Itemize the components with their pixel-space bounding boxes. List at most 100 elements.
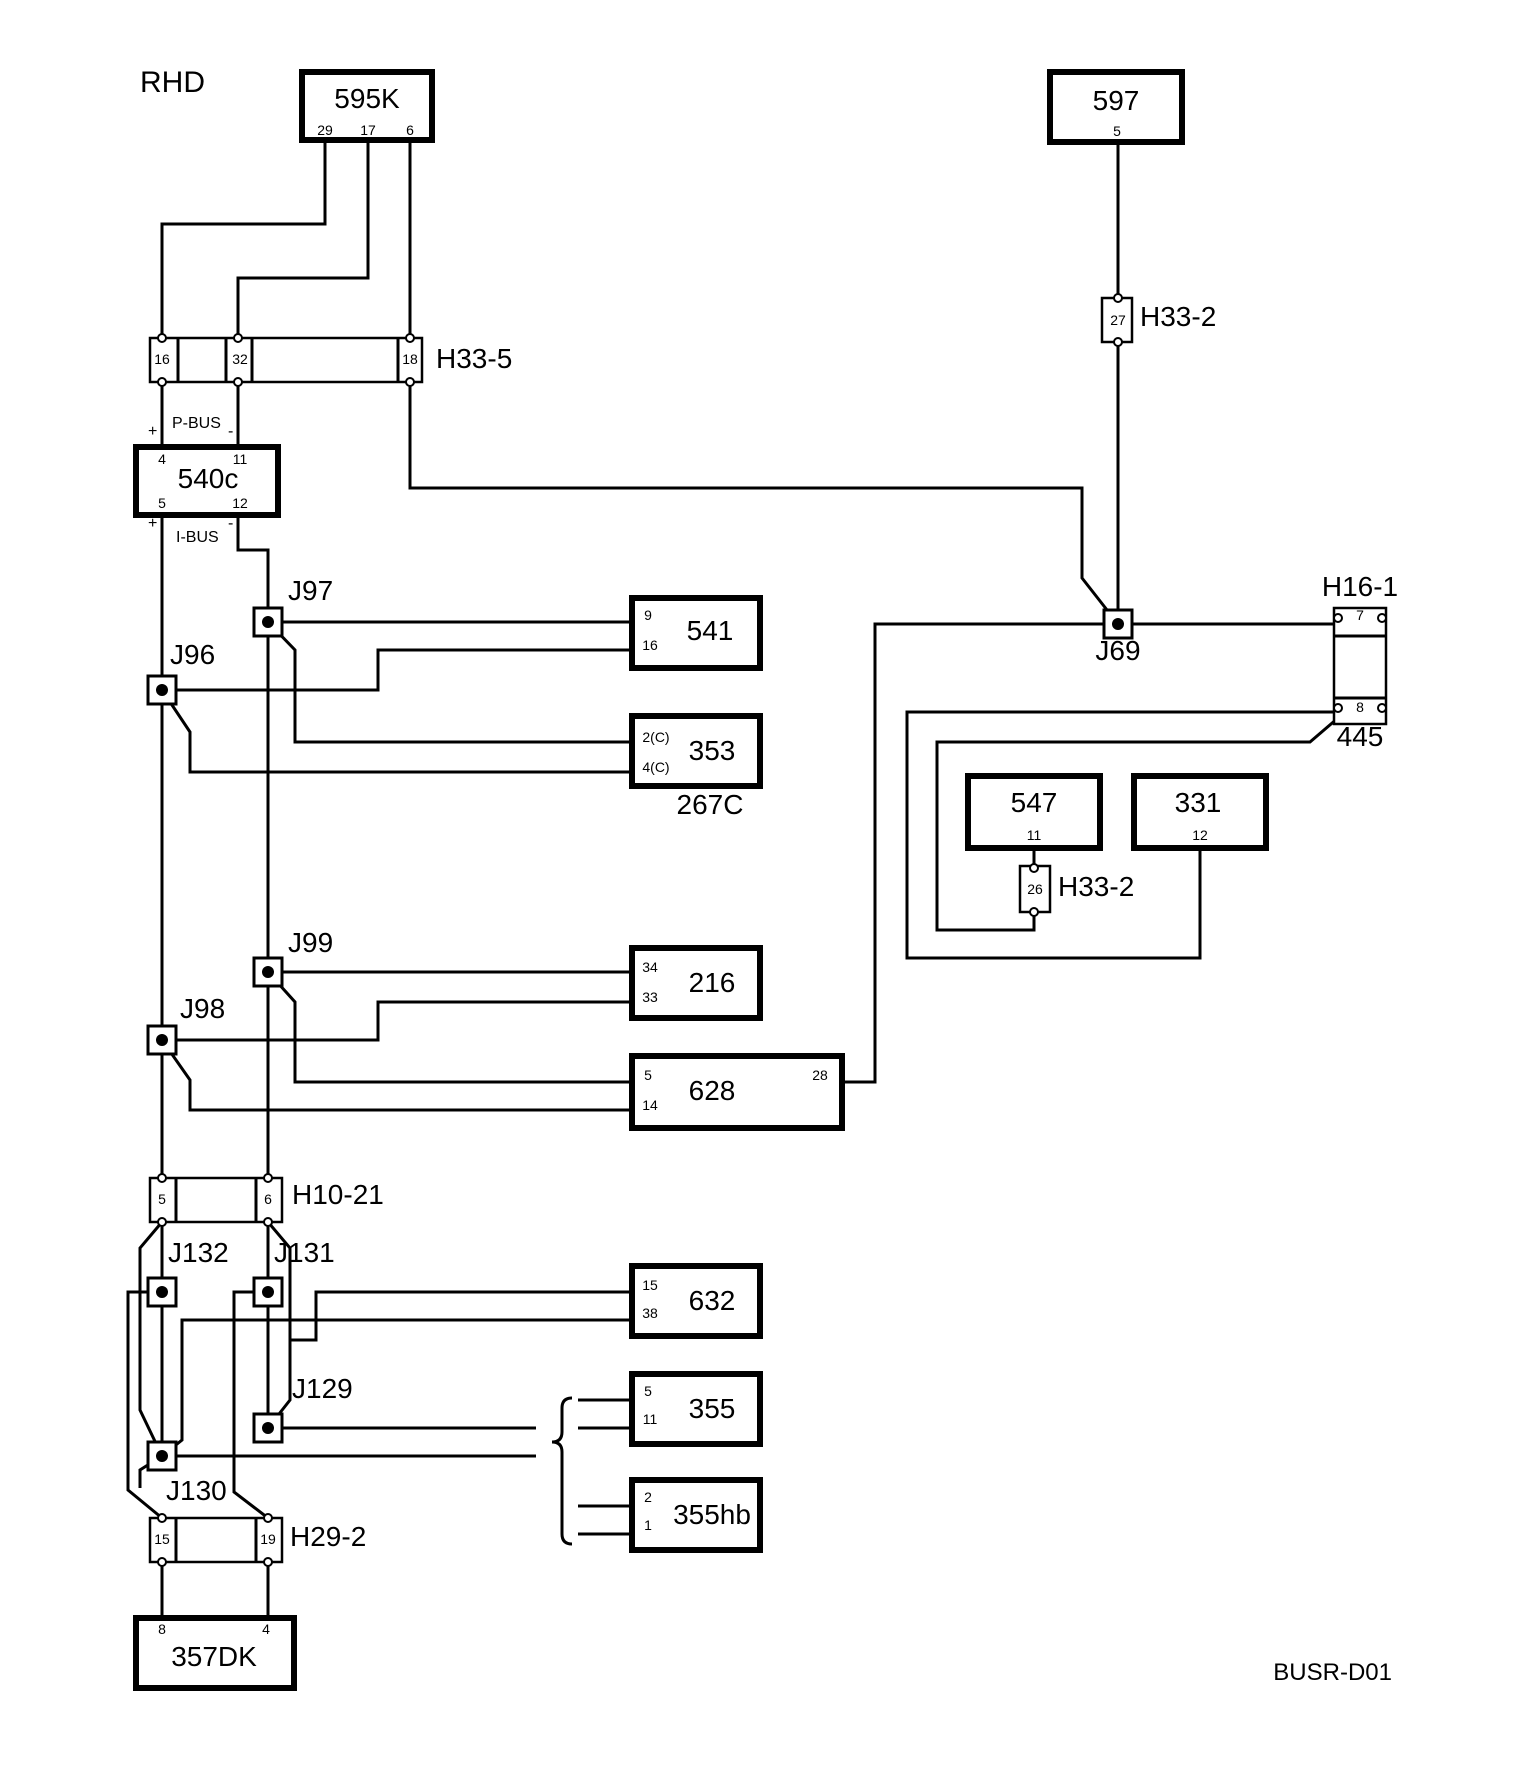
ibus-plus: +	[148, 515, 157, 532]
component-216[interactable]: 216 34 33	[629, 945, 763, 1021]
pin-label: 5	[158, 1191, 166, 1207]
connector-h33-2-27[interactable]: 27	[1100, 293, 1134, 347]
junction-j99[interactable]	[252, 956, 284, 988]
pin-label: 17	[360, 122, 376, 138]
pin-label: 32	[232, 351, 248, 367]
wire-j96-541	[162, 648, 638, 692]
component-632[interactable]: 632 15 38	[629, 1263, 763, 1339]
ibus-label: I-BUS	[176, 529, 219, 546]
junction-label: J98	[180, 993, 225, 1024]
connector-h33-2-26[interactable]: 26	[1018, 863, 1052, 917]
component-541[interactable]: 541 9 16	[629, 595, 763, 671]
component-name: 331	[1175, 787, 1222, 818]
junction-label: J132	[168, 1237, 229, 1268]
pin-label: 14	[642, 1097, 658, 1113]
pin-label: 8	[158, 1621, 166, 1637]
pin-label: 34	[642, 959, 658, 975]
connector-label-h33-2b: H33-2	[1058, 871, 1134, 902]
wire-j131-h292	[232, 1290, 269, 1520]
component-name: 597	[1093, 85, 1140, 116]
pin-label: 9	[644, 607, 652, 623]
pin-label: 2	[644, 1489, 652, 1505]
pin-label: 28	[812, 1067, 828, 1083]
pin-label: 15	[642, 1277, 658, 1293]
component-331[interactable]: 331 12	[1131, 773, 1269, 851]
junction-label: J130	[166, 1475, 227, 1506]
wire-h335-18-j69	[408, 382, 1120, 625]
wire-h161-8-331	[905, 710, 1345, 960]
component-355hb[interactable]: 355hb 2 1	[629, 1477, 763, 1553]
pbus-minus: -	[228, 423, 233, 440]
component-540c[interactable]: 540c 4 11 5 12	[133, 444, 281, 518]
wire-j99-628	[266, 970, 638, 1084]
component-label-445: 445	[1337, 721, 1384, 752]
junction-j96[interactable]	[146, 674, 178, 706]
connector-h29-2[interactable]: 15 19	[148, 1513, 284, 1567]
region-label: RHD	[140, 66, 205, 99]
wire-632-15	[290, 1290, 638, 1342]
junction-j132[interactable]	[146, 1276, 178, 1308]
component-name: 541	[687, 615, 734, 646]
connector-h16-1[interactable]: 7 8	[1332, 606, 1388, 726]
wire-j98-216	[162, 1000, 638, 1042]
wire-595k-29	[160, 140, 327, 338]
pin-label: 6	[406, 122, 414, 138]
junction-label: J97	[288, 575, 333, 606]
component-name: 216	[689, 967, 736, 998]
component-547[interactable]: 547 11	[965, 773, 1103, 851]
component-name: 357DK	[171, 1641, 257, 1672]
junction-j131[interactable]	[252, 1276, 284, 1308]
component-name: 632	[689, 1285, 736, 1316]
junction-label: J96	[170, 639, 215, 670]
pin-label: 27	[1110, 312, 1126, 328]
ibus-minus: -	[228, 515, 233, 532]
junction-label: J99	[288, 927, 333, 958]
component-name: 628	[689, 1075, 736, 1106]
pbus-plus: +	[148, 423, 157, 440]
pin-label: 5	[644, 1383, 652, 1399]
connector-label-h29-2: H29-2	[290, 1521, 366, 1552]
pin-label: 5	[158, 495, 166, 511]
pin-label: 12	[1192, 827, 1208, 843]
pin-label: 12	[232, 495, 248, 511]
pin-label: 5	[1113, 123, 1121, 139]
connector-h10-21[interactable]: 5 6	[148, 1173, 284, 1227]
connector-label-h33-2: H33-2	[1140, 301, 1216, 332]
pin-label: 26	[1027, 881, 1043, 897]
connector-label-h16-1: H16-1	[1322, 571, 1398, 602]
component-355[interactable]: 355 5 11	[629, 1371, 763, 1447]
connector-h33-5[interactable]: 16 32 18	[148, 333, 424, 387]
wire-ibus-minus-trunk	[236, 515, 270, 1180]
junction-j130[interactable]	[146, 1440, 178, 1472]
pin-label: 15	[154, 1531, 170, 1547]
wire-h161-8-547	[935, 710, 1346, 932]
pin-label: 11	[233, 451, 248, 467]
wire-j132-h292	[126, 1290, 163, 1520]
pin-label: 4	[262, 1621, 270, 1637]
pin-label: 11	[1027, 827, 1042, 843]
wire-j69-628	[843, 622, 1118, 1084]
junction-j69[interactable]	[1102, 608, 1134, 640]
component-357dk[interactable]: 357DK 8 4	[133, 1615, 297, 1691]
junction-j98[interactable]	[146, 1024, 178, 1056]
wire-j98-628	[160, 1039, 638, 1112]
component-353[interactable]: 353 2(C) 4(C)	[629, 713, 763, 789]
pin-label: 4	[158, 451, 166, 467]
bracket	[551, 1396, 573, 1546]
component-name: 547	[1011, 787, 1058, 818]
pin-label: 8	[1356, 699, 1364, 715]
diagram-id: BUSR-D01	[1273, 1659, 1392, 1686]
pin-label: 6	[264, 1191, 272, 1207]
junction-j97[interactable]	[252, 606, 284, 638]
component-628[interactable]: 628 5 14 28	[629, 1053, 845, 1131]
connector-label-h10-21: H10-21	[292, 1179, 384, 1210]
component-name: 540c	[178, 463, 239, 494]
component-595k[interactable]: 595K 29 17 6	[299, 69, 435, 143]
pin-label: 5	[644, 1067, 652, 1083]
component-597[interactable]: 597 5	[1047, 69, 1185, 145]
pbus-label: P-BUS	[172, 415, 221, 432]
junction-j129[interactable]	[252, 1412, 284, 1444]
pin-label: 16	[154, 351, 170, 367]
pin-label: 18	[402, 351, 418, 367]
